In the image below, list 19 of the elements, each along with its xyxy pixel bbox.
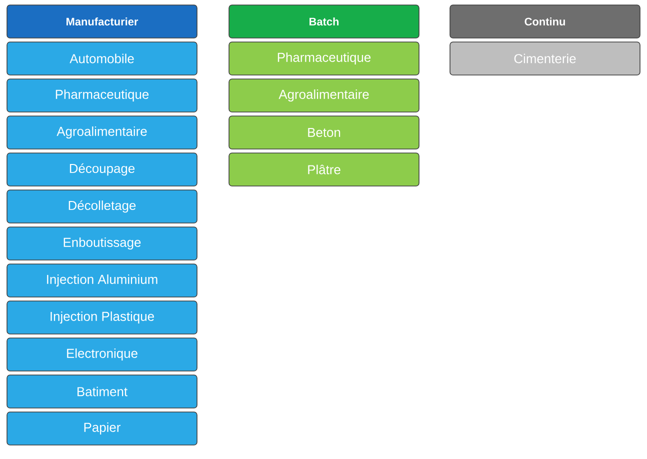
category-box: Découpage bbox=[6, 152, 198, 186]
category-box: Automobile bbox=[6, 42, 198, 76]
category-box: Cimenterie bbox=[450, 42, 640, 76]
category-box: Enboutissage bbox=[6, 226, 198, 260]
category-box: Batiment bbox=[6, 374, 198, 408]
category-box: Agroalimentaire bbox=[228, 78, 420, 112]
category-box: Décolletage bbox=[6, 190, 198, 224]
category-box: Electronique bbox=[6, 338, 198, 372]
category-box: Beton bbox=[228, 116, 420, 150]
header-box: Batch bbox=[228, 4, 420, 38]
category-box: Injection Aluminium bbox=[6, 264, 198, 298]
category-box: Pharmaceutique bbox=[228, 42, 420, 76]
category-box: Injection Plastique bbox=[6, 300, 198, 334]
category-box: Papier bbox=[6, 412, 198, 446]
header-box: Continu bbox=[450, 4, 640, 38]
category-box: Plâtre bbox=[228, 152, 420, 186]
category-box: Agroalimentaire bbox=[6, 116, 198, 150]
category-box: Pharmaceutique bbox=[6, 78, 198, 112]
header-box: Manufacturier bbox=[6, 4, 198, 38]
